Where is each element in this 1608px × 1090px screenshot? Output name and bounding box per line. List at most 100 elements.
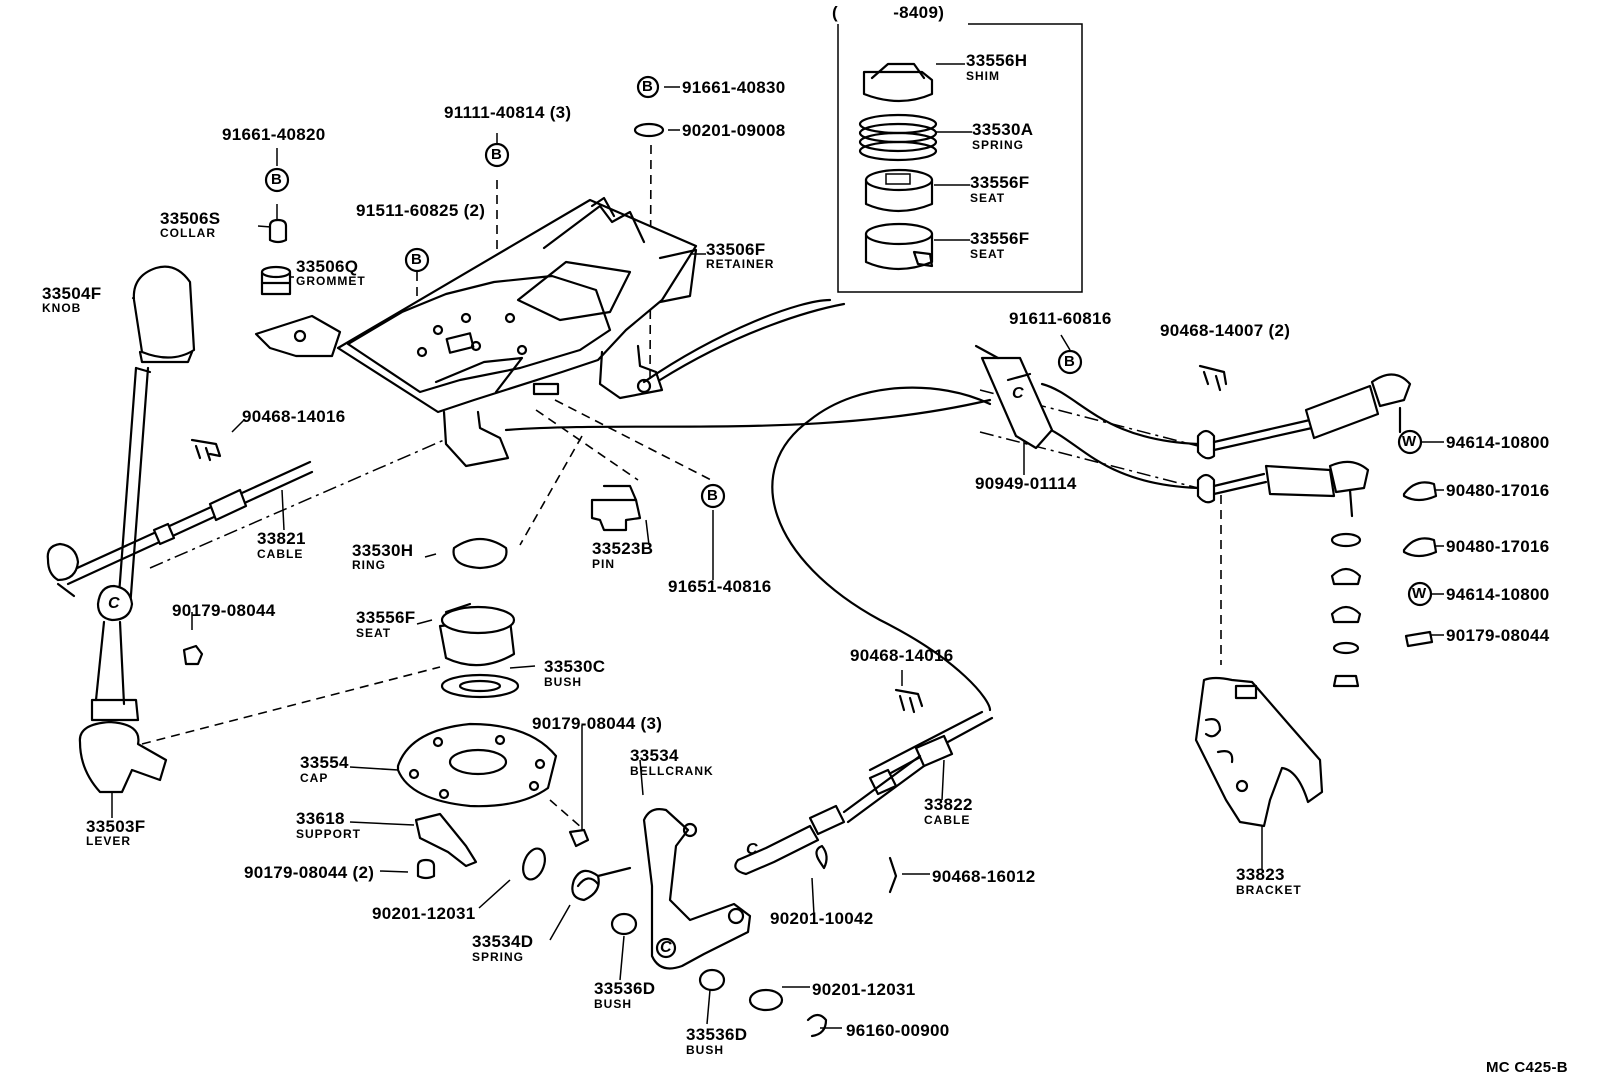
washer-symbol-icon: W: [1402, 433, 1417, 450]
bolt-symbol-icon: B: [411, 251, 422, 268]
bolt-symbol-icon: B: [1064, 353, 1075, 370]
part-name: SPRING: [472, 950, 525, 964]
part-number: 33503F: [86, 817, 146, 836]
leader-lines: [111, 63, 1444, 1029]
part-number: 90949-01114: [975, 474, 1077, 493]
part-name: CAP: [300, 771, 329, 785]
part-number: 33536D: [686, 1025, 748, 1044]
inset-header: ( -8409): [832, 3, 945, 22]
pin-90468-16012: [888, 856, 898, 894]
clip-90468-b: [894, 688, 924, 714]
part-number: 33554: [300, 753, 349, 772]
part-name: PIN: [592, 557, 616, 571]
bolt-symbol-icon: B: [707, 487, 718, 504]
part-number: 33506Q: [296, 257, 359, 276]
inset-spring: [858, 113, 938, 162]
part-number: 91511-60825 (2): [356, 201, 486, 220]
part-number: 33534: [630, 746, 679, 765]
bolt-symbol-icon: B: [271, 171, 282, 188]
cable-clamp: [974, 344, 1054, 450]
collar: [268, 218, 288, 244]
cable-33822: [734, 734, 954, 876]
part-number: 90201-10042: [770, 909, 874, 928]
part-number: 90179-08044 (2): [244, 863, 375, 882]
part-number: 33821: [257, 529, 306, 548]
nut-3: [568, 828, 590, 848]
part-name: BUSH: [544, 675, 583, 689]
clip-90468-a: [190, 438, 222, 462]
part-number: 94614-10800: [1446, 585, 1550, 604]
part-number: 96160-00900: [846, 1021, 950, 1040]
clip-symbol-icon: C: [746, 841, 758, 858]
part-name: BUSH: [594, 997, 633, 1011]
part-name: BUSH: [686, 1043, 725, 1057]
part-number: 90468-14016: [850, 646, 954, 665]
part-number: 33822: [924, 795, 973, 814]
part-number: 33534D: [472, 932, 534, 951]
part-name: COLLAR: [160, 226, 216, 240]
part-number: 33556F: [970, 229, 1030, 248]
part-number: 33618: [296, 809, 345, 828]
part-name: SUPPORT: [296, 827, 362, 841]
part-number: 33530C: [544, 657, 606, 676]
clip-90468-14007: [1198, 364, 1228, 392]
part-name: SEAT: [356, 626, 392, 640]
part-number: 33523B: [592, 539, 654, 558]
washer-90201-12031-a: [522, 847, 546, 881]
washer-90201-12031-b: [748, 988, 784, 1012]
part-name: BELLCRANK: [630, 764, 714, 778]
grommet: [260, 265, 292, 296]
inset-shim: [862, 62, 934, 103]
retainer: [254, 196, 698, 468]
cables: [504, 298, 1200, 782]
part-number: 91661-40830: [682, 78, 786, 97]
nut-90179: [182, 644, 204, 666]
part-number: 90468-14016: [242, 407, 346, 426]
part-number: 90201-09008: [682, 121, 786, 140]
part-name: SEAT: [970, 191, 1006, 205]
inset-box: [837, 23, 1083, 293]
nut-2: [416, 858, 436, 880]
part-number: 90179-08044 (3): [532, 714, 663, 733]
clip-96160: [806, 1013, 828, 1038]
part-name: RING: [352, 558, 386, 572]
part-number: 90468-16012: [932, 867, 1036, 886]
part-number: 90201-12031: [372, 904, 476, 923]
clip-symbol-icon: C: [108, 595, 120, 612]
part-number: 33530A: [972, 120, 1034, 139]
part-number: 33556F: [970, 173, 1030, 192]
part-number: 33556F: [356, 608, 416, 627]
inset-seat-upper: [864, 168, 934, 213]
part-number: 91651-40816: [668, 577, 772, 596]
washer-90201-10042: [815, 844, 828, 870]
shift-lever: [78, 366, 168, 794]
support: [414, 812, 478, 868]
part-name: KNOB: [42, 301, 82, 315]
part-number: 33506F: [706, 240, 766, 259]
part-name: SPRING: [972, 138, 1025, 152]
bush-33536d-a: [610, 912, 638, 936]
inset-seat-lower: [864, 222, 934, 271]
part-number: 90179-08044: [1446, 626, 1550, 645]
part-name: GROMMET: [296, 274, 366, 288]
part-name: SEAT: [970, 247, 1006, 261]
part-number: 90480-17016: [1446, 481, 1550, 500]
part-number: 33506S: [160, 209, 221, 228]
part-name: CABLE: [257, 547, 304, 561]
bracket: [1194, 676, 1324, 828]
bush-33530c: [440, 673, 520, 699]
seat: [438, 602, 516, 667]
part-number: 91661-40820: [222, 125, 326, 144]
shift-cable-ends: [1196, 373, 1412, 518]
part-number: 94614-10800: [1446, 433, 1550, 452]
shift-knob: [132, 265, 196, 364]
bolt-symbol-icon: B: [491, 146, 502, 163]
part-number: 33823: [1236, 865, 1285, 884]
part-number: 33504F: [42, 284, 102, 303]
washers-right-column: [1402, 481, 1438, 648]
cap: [396, 722, 558, 808]
part-number: 33530H: [352, 541, 414, 560]
spring-33534d: [571, 866, 632, 902]
